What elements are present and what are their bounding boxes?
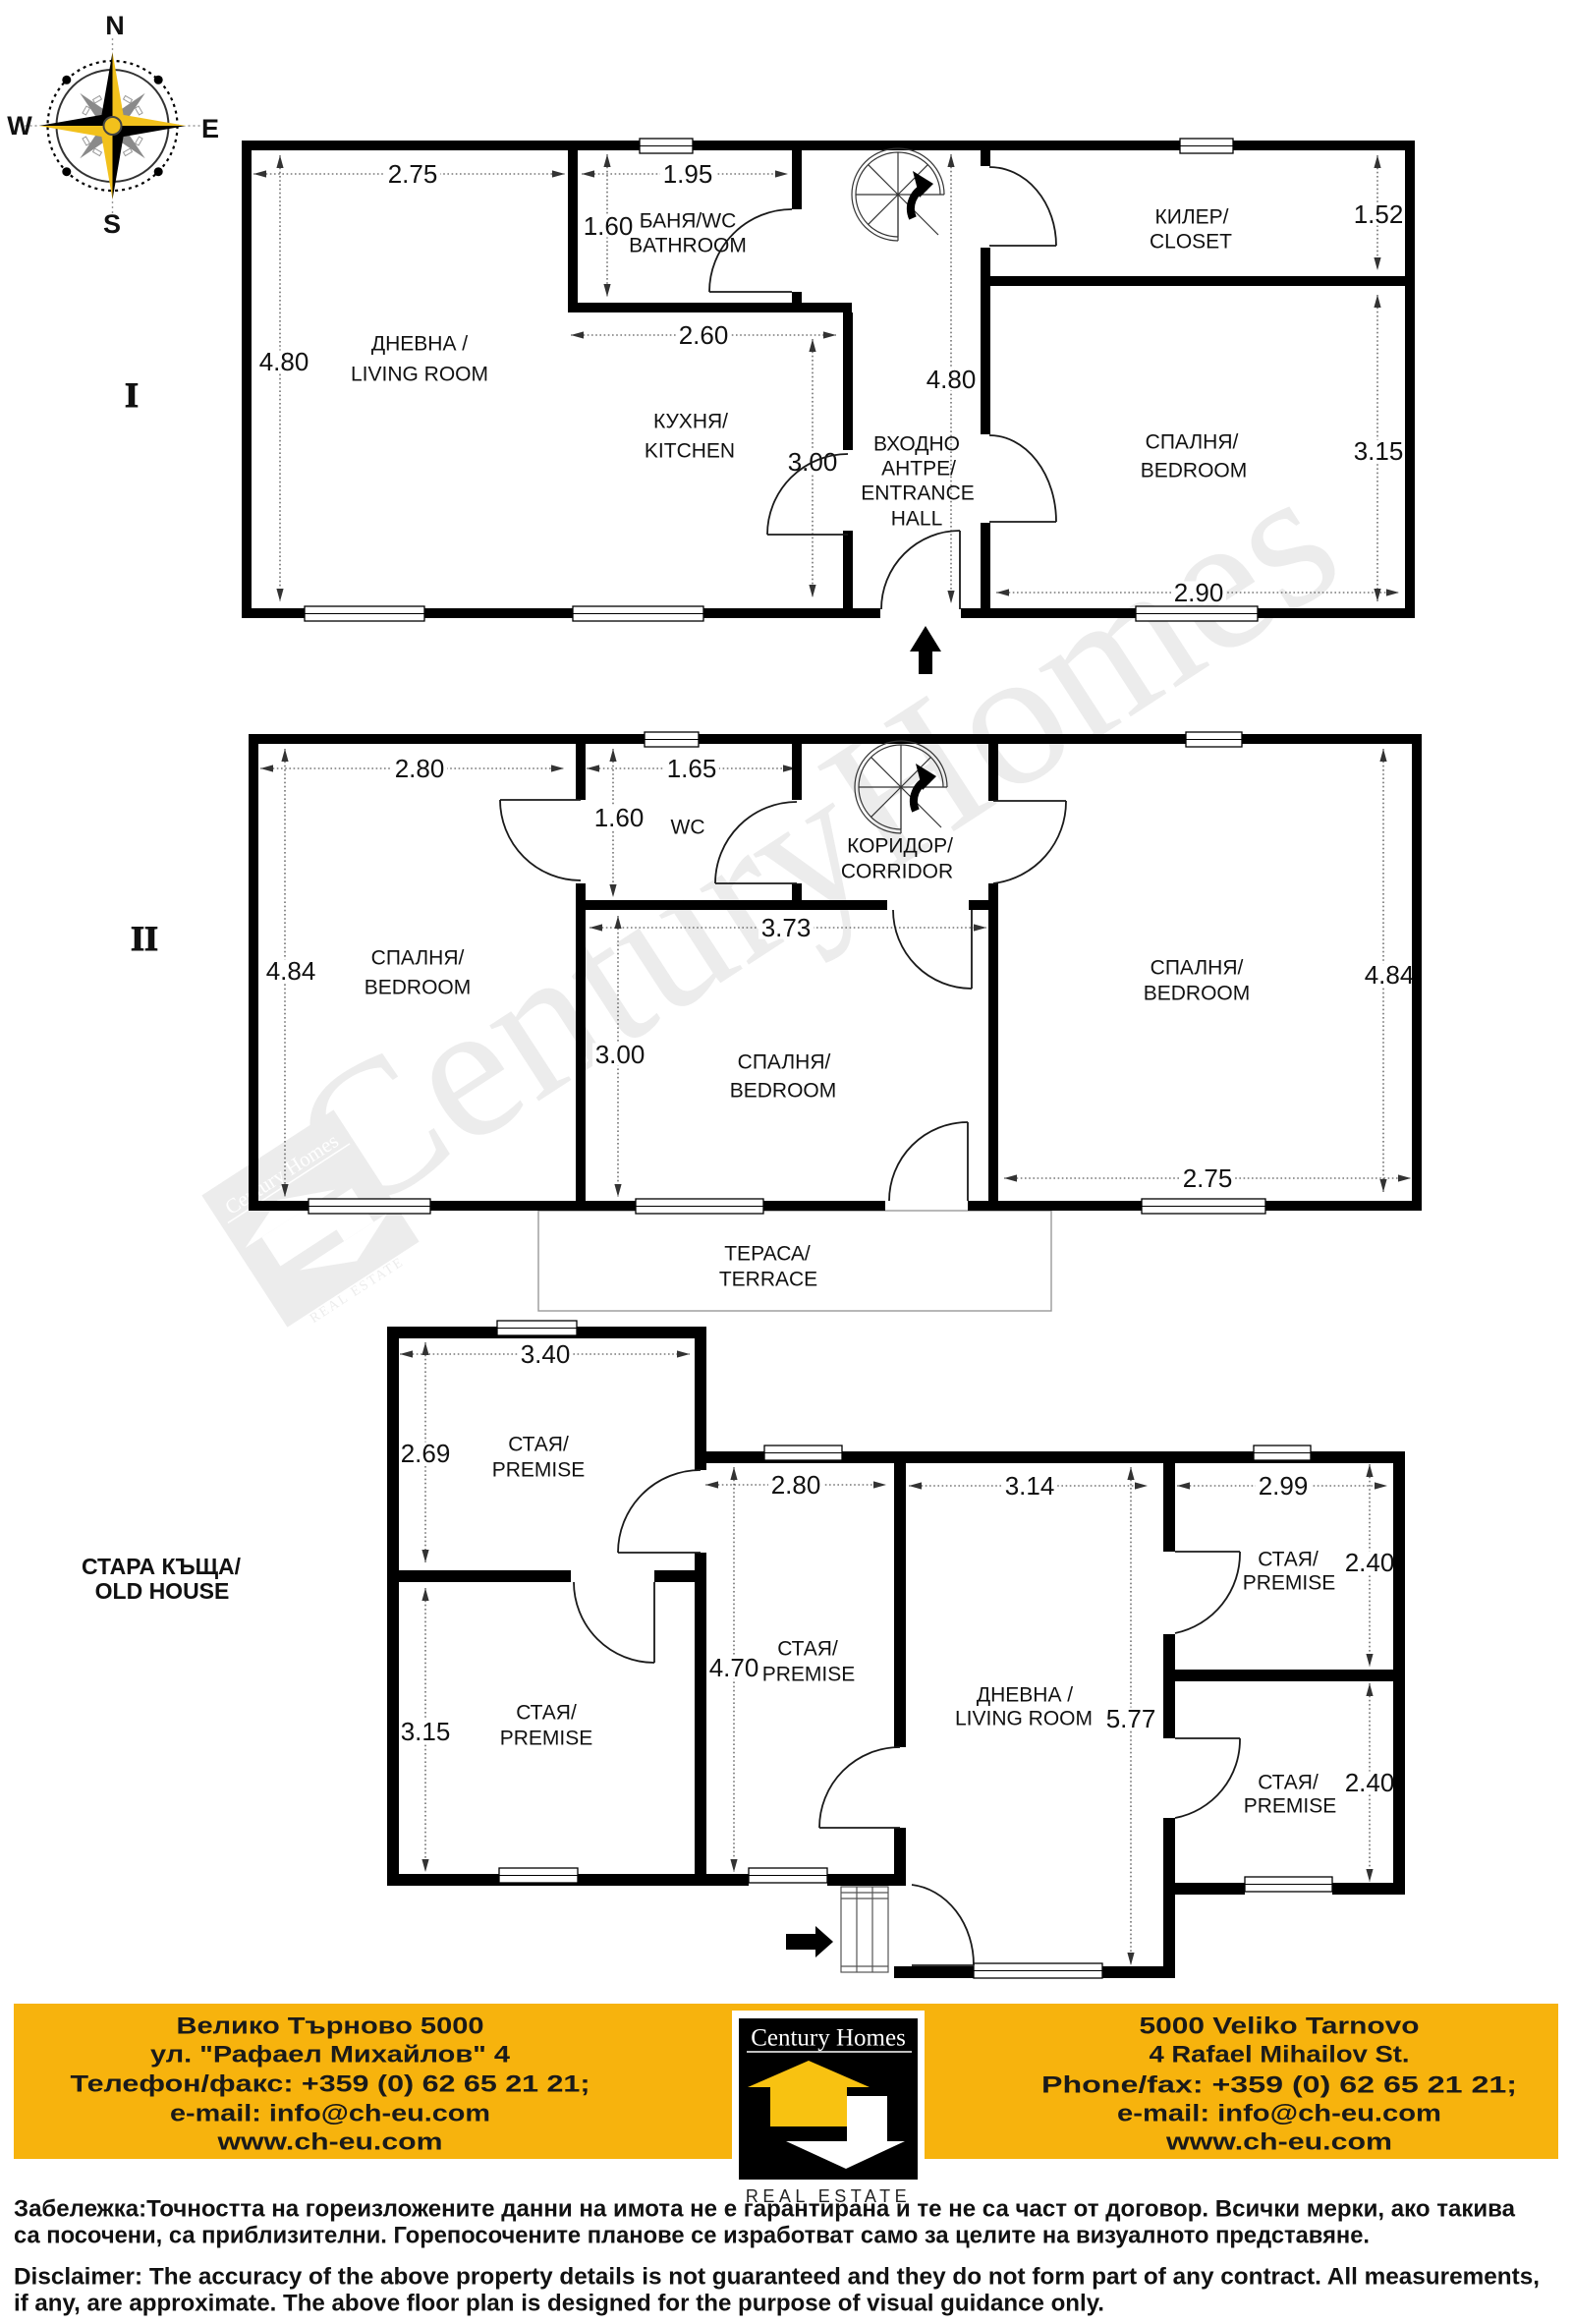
svg-text:2.80: 2.80 bbox=[395, 754, 445, 783]
svg-text:2.75: 2.75 bbox=[388, 159, 438, 189]
svg-text:ВХОДНО: ВХОДНО bbox=[873, 433, 960, 456]
svg-text:4.80: 4.80 bbox=[926, 365, 977, 394]
svg-text:5000 Veliko Tarnovo: 5000 Veliko Tarnovo bbox=[1140, 2013, 1420, 2040]
svg-text:KITCHEN: KITCHEN bbox=[645, 440, 735, 463]
svg-text:1.52: 1.52 bbox=[1354, 199, 1404, 229]
svg-text:E: E bbox=[201, 114, 219, 143]
svg-text:са посочени, са приблизителни.: са посочени, са приблизителни. Горепосоч… bbox=[14, 2223, 1370, 2249]
svg-text:4.70: 4.70 bbox=[709, 1653, 759, 1682]
svg-text:2.69: 2.69 bbox=[401, 1439, 451, 1468]
svg-text:II: II bbox=[131, 919, 158, 958]
svg-text:LIVING ROOM: LIVING ROOM bbox=[351, 364, 488, 386]
svg-text:КИЛЕР/: КИЛЕР/ bbox=[1155, 206, 1229, 229]
svg-text:4 Rafael Mihailov St.: 4 Rafael Mihailov St. bbox=[1150, 2042, 1410, 2069]
svg-text:N: N bbox=[105, 11, 125, 40]
svg-text:PREMISE: PREMISE bbox=[492, 1459, 586, 1482]
svg-text:PREMISE: PREMISE bbox=[1244, 1795, 1337, 1818]
svg-text:СТАЯ/: СТАЯ/ bbox=[777, 1638, 838, 1661]
svg-text:3.14: 3.14 bbox=[1005, 1471, 1055, 1501]
svg-text:LIVING ROOM: LIVING ROOM bbox=[955, 1708, 1093, 1730]
svg-text:S: S bbox=[103, 209, 121, 239]
svg-text:СПАЛНЯ/: СПАЛНЯ/ bbox=[371, 947, 465, 970]
svg-text:5.77: 5.77 bbox=[1106, 1704, 1156, 1733]
svg-text:WC: WC bbox=[671, 817, 705, 839]
svg-text:СТАЯ/: СТАЯ/ bbox=[508, 1434, 569, 1456]
svg-text:СПАЛНЯ/: СПАЛНЯ/ bbox=[738, 1051, 831, 1074]
svg-text:e-mail: info@ch-eu.com: e-mail: info@ch-eu.com bbox=[170, 2101, 490, 2127]
svg-text:1.60: 1.60 bbox=[594, 803, 645, 832]
svg-text:2.99: 2.99 bbox=[1259, 1471, 1309, 1501]
svg-text:АНТРЕ/: АНТРЕ/ bbox=[881, 458, 956, 481]
svg-text:1.60: 1.60 bbox=[584, 211, 634, 241]
svg-text:БАНЯ/WC: БАНЯ/WC bbox=[640, 210, 736, 233]
svg-text:W: W bbox=[7, 111, 32, 141]
svg-text:СТАЯ/: СТАЯ/ bbox=[1258, 1772, 1319, 1794]
svg-text:СТАЯ/: СТАЯ/ bbox=[1258, 1549, 1319, 1571]
svg-text:1.95: 1.95 bbox=[663, 159, 713, 189]
svg-text:BATHROOM: BATHROOM bbox=[629, 235, 747, 257]
svg-text:BEDROOM: BEDROOM bbox=[1144, 983, 1251, 1005]
svg-text:I: I bbox=[125, 375, 139, 415]
svg-text:2.40: 2.40 bbox=[1345, 1768, 1395, 1797]
svg-text:BEDROOM: BEDROOM bbox=[1141, 460, 1248, 482]
svg-text:2.90: 2.90 bbox=[1174, 578, 1224, 607]
svg-text:1.65: 1.65 bbox=[667, 754, 717, 783]
svg-text:ДНЕВНА /: ДНЕВНА / bbox=[977, 1684, 1073, 1707]
svg-text:3.15: 3.15 bbox=[401, 1717, 451, 1746]
svg-text:CORRIDOR: CORRIDOR bbox=[841, 861, 953, 883]
svg-text:СПАЛНЯ/: СПАЛНЯ/ bbox=[1146, 431, 1239, 454]
svg-text:4.84: 4.84 bbox=[266, 956, 316, 986]
svg-text:ENTRANCE: ENTRANCE bbox=[861, 482, 975, 505]
svg-text:3.40: 3.40 bbox=[521, 1339, 571, 1369]
svg-text:3.73: 3.73 bbox=[761, 913, 812, 942]
svg-text:PREMISE: PREMISE bbox=[1243, 1572, 1336, 1595]
svg-text:СПАЛНЯ/: СПАЛНЯ/ bbox=[1151, 957, 1244, 980]
svg-text:BEDROOM: BEDROOM bbox=[730, 1080, 837, 1103]
svg-text:4.80: 4.80 bbox=[259, 347, 309, 376]
svg-text:2.60: 2.60 bbox=[679, 320, 729, 350]
svg-text:Телефон/факс: +359 (0) 62 65 2: Телефон/факс: +359 (0) 62 65 21 21; bbox=[71, 2071, 590, 2098]
svg-text:www.ch-eu.com: www.ch-eu.com bbox=[1165, 2129, 1392, 2156]
svg-text:if any, are approximate. The a: if any, are approximate. The above floor… bbox=[14, 2291, 1104, 2317]
svg-text:Велико Търново 5000: Велико Търново 5000 bbox=[177, 2013, 484, 2040]
svg-text:СТАЯ/: СТАЯ/ bbox=[516, 1702, 577, 1725]
svg-text:OLD HOUSE: OLD HOUSE bbox=[95, 1578, 230, 1604]
svg-text:ТЕРАСА/: ТЕРАСА/ bbox=[724, 1243, 811, 1266]
svg-text:PREMISE: PREMISE bbox=[500, 1728, 593, 1750]
svg-text:e-mail: info@ch-eu.com: e-mail: info@ch-eu.com bbox=[1117, 2101, 1441, 2127]
svg-text:ул. "Рафаел Михайлов" 4: ул. "Рафаел Михайлов" 4 bbox=[150, 2042, 511, 2069]
svg-text:CLOSET: CLOSET bbox=[1150, 231, 1232, 254]
svg-text:СТАРА КЪЩА/: СТАРА КЪЩА/ bbox=[82, 1554, 242, 1579]
svg-text:Century Homes: Century Homes bbox=[751, 2025, 906, 2052]
svg-text:2.80: 2.80 bbox=[771, 1470, 821, 1500]
svg-text:Disclaimer: The accuracy of th: Disclaimer: The accuracy of the above pr… bbox=[14, 2264, 1540, 2291]
svg-text:PREMISE: PREMISE bbox=[762, 1664, 856, 1686]
svg-text:КУХНЯ/: КУХНЯ/ bbox=[653, 411, 728, 433]
svg-text:4.84: 4.84 bbox=[1365, 960, 1415, 990]
svg-text:ДНЕВНА /: ДНЕВНА / bbox=[371, 333, 468, 356]
svg-text:3.00: 3.00 bbox=[595, 1040, 646, 1069]
svg-text:Phone/fax: +359 (0) 62 65 21 2: Phone/fax: +359 (0) 62 65 21 21; bbox=[1041, 2072, 1517, 2099]
svg-text:Забележка:Точността на гореизл: Забележка:Точността на гореизложените да… bbox=[14, 2196, 1516, 2223]
svg-text:2.40: 2.40 bbox=[1345, 1548, 1395, 1577]
svg-text:www.ch-eu.com: www.ch-eu.com bbox=[216, 2129, 442, 2156]
svg-text:КОРИДОР/: КОРИДОР/ bbox=[847, 835, 953, 858]
svg-text:BEDROOM: BEDROOM bbox=[365, 977, 472, 999]
svg-text:REAL ESTATE: REAL ESTATE bbox=[746, 2186, 911, 2206]
svg-text:TERRACE: TERRACE bbox=[719, 1269, 817, 1291]
svg-text:HALL: HALL bbox=[891, 508, 943, 531]
svg-text:3.15: 3.15 bbox=[1354, 436, 1404, 466]
svg-text:2.75: 2.75 bbox=[1183, 1163, 1233, 1193]
